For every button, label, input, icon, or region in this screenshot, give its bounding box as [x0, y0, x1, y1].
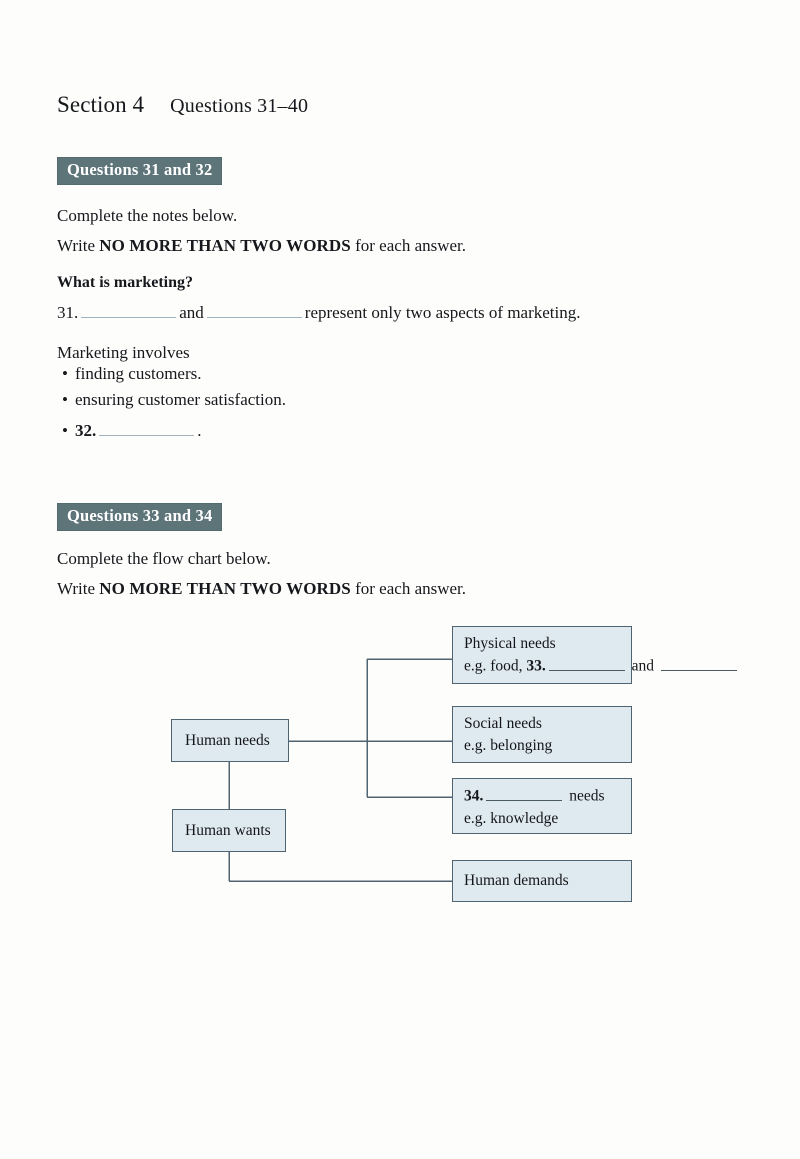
instruction-complete-notes: Complete the notes below. — [57, 206, 238, 225]
answer-blank-31a[interactable] — [81, 301, 177, 319]
flow-box-social-needs-title: Social needs — [464, 715, 542, 732]
bullet-icon: • — [62, 390, 68, 409]
flow-box-physical-needs-example: e.g. food, 33. and — [464, 655, 737, 678]
flow-box-physical-needs-title: Physical needs — [464, 635, 556, 652]
question-32-period: . — [197, 421, 202, 441]
physical-mid-text: and — [627, 657, 658, 675]
questions-31-32-banner: Questions 31 and 32 — [57, 157, 223, 185]
list-item-question-32: • 32.. — [62, 419, 201, 441]
flow-box-q34-title: 34. needs — [464, 785, 621, 808]
bullet-icon: • — [62, 421, 68, 441]
question-31-line: 31. and represent only two aspects of mark… — [57, 301, 581, 323]
flow-box-human-wants-label: Human wants — [185, 821, 271, 839]
notes-subheading: What is marketing? — [57, 274, 193, 291]
answer-blank-31b[interactable] — [206, 301, 302, 319]
answer-blank-33b[interactable] — [660, 655, 737, 671]
marketing-involves-label: Marketing involves — [57, 343, 190, 362]
answer-blank-32[interactable] — [99, 419, 195, 437]
list-item: • finding customers. — [62, 364, 202, 384]
question-31-mid-text: and — [179, 303, 204, 323]
instruction-word-limit-1: Write NO MORE THAN TWO WORDS for each an… — [57, 235, 466, 256]
instruction-suffix: for each answer. — [350, 236, 467, 255]
flow-box-physical-needs: Physical needs e.g. food, 33. and — [452, 626, 737, 684]
flow-box-question-34-needs: 34. needs e.g. knowledge — [452, 778, 632, 834]
flow-box-human-demands-label: Human demands — [464, 872, 569, 889]
instruction-prefix: Write — [57, 236, 100, 255]
instruction-word-limit-2: Write NO MORE THAN TWO WORDS for each an… — [57, 578, 466, 599]
instruction-word-limit-caps: NO MORE THAN TWO WORDS — [99, 579, 351, 598]
question-31-tail-text: represent only two aspects of marketing. — [304, 303, 581, 323]
list-item-text: finding customers. — [74, 364, 202, 383]
q34-title-suffix: needs — [565, 787, 605, 805]
flow-box-social-needs: Social needs e.g. belonging — [452, 706, 632, 763]
instruction-word-limit-caps: NO MORE THAN TWO WORDS — [99, 236, 351, 255]
question-31-number: 31. — [57, 303, 79, 323]
list-item: • ensuring customer satisfaction. — [62, 390, 286, 410]
page-title: Section 4 Questions 31–40 — [57, 92, 308, 118]
flow-box-social-needs-example: e.g. belonging — [464, 737, 553, 754]
physical-eg-prefix: e.g. food, — [464, 657, 527, 675]
instruction-suffix: for each answer. — [350, 579, 467, 598]
flow-box-human-demands: Human demands — [452, 860, 632, 902]
flow-box-human-wants: Human wants — [172, 809, 286, 852]
answer-blank-34[interactable] — [486, 785, 563, 801]
flow-box-q34-example: e.g. knowledge — [464, 809, 559, 827]
question-32-number: 32. — [74, 421, 97, 441]
list-item-text: ensuring customer satisfaction. — [74, 390, 286, 409]
question-34-number: 34. — [464, 787, 484, 805]
flow-box-human-needs-label: Human needs — [185, 731, 270, 749]
question-33-number: 33. — [526, 657, 546, 675]
section-label: Section 4 — [57, 92, 145, 117]
answer-blank-33a[interactable] — [548, 655, 625, 671]
bullet-icon: • — [62, 364, 68, 383]
instruction-prefix: Write — [57, 579, 100, 598]
flow-box-human-needs: Human needs — [171, 719, 289, 762]
questions-33-34-banner: Questions 33 and 34 — [57, 503, 223, 531]
section-question-range: Questions 31–40 — [170, 95, 309, 117]
instruction-complete-flow-chart: Complete the flow chart below. — [57, 549, 271, 568]
